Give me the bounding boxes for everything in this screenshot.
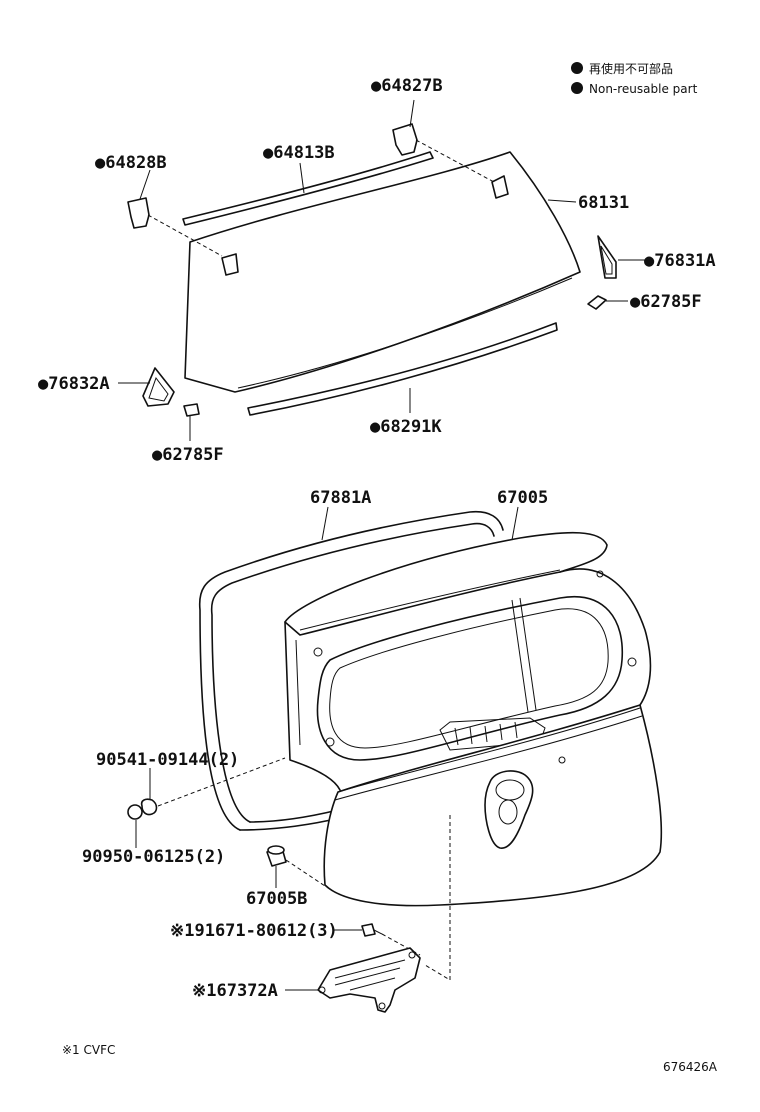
label-62785f-right: ●62785F (630, 292, 702, 312)
leader-dash (147, 214, 223, 257)
figure-id: 676426A (663, 1060, 718, 1074)
trim-76831a (597, 235, 617, 279)
leader-dash (424, 815, 451, 981)
leader-dash (157, 757, 286, 807)
back-window-glass (184, 151, 581, 393)
label-68291k: ●68291K (370, 417, 442, 437)
legend-dot-icon (571, 82, 583, 94)
leader-dash (415, 139, 495, 183)
label-67005: 67005 (497, 488, 548, 508)
leader-lines-upper (118, 99, 645, 441)
plug-90950 (127, 804, 143, 820)
clip-64828b (127, 197, 239, 276)
label-64828b: ●64828B (95, 153, 167, 173)
label-64827b: ●64827B (371, 76, 443, 96)
label-90950: 90950-06125(2) (82, 847, 225, 867)
cushion-90541 (140, 798, 158, 816)
label-67881a: 67881A (310, 488, 371, 508)
leader-dash (285, 859, 326, 887)
label-64813b: ●64813B (263, 143, 335, 163)
footnote: ※1 CVFC (62, 1043, 115, 1057)
upper-molding (182, 151, 434, 226)
label-67005b: 67005B (246, 889, 307, 909)
lower-molding (247, 322, 558, 416)
label-67372a: ※167372A (192, 981, 278, 1001)
legend: 再使用不可部品 Non-reusable part (571, 61, 698, 96)
legend-english: Non-reusable part (589, 82, 698, 96)
trim-76832a (142, 367, 175, 407)
legend-japanese: 再使用不可部品 (589, 61, 673, 76)
bracket-67372a (317, 947, 421, 1013)
label-62785f-left: ●62785F (152, 445, 224, 465)
clip-64827b (392, 123, 509, 199)
leader-lines-lower (321, 506, 519, 541)
label-76831a: ●76831A (644, 251, 716, 271)
label-68131: 68131 (578, 193, 629, 213)
label-76832a: ●76832A (38, 374, 110, 394)
clip-62785f-left (183, 403, 200, 417)
stopper-67005b (266, 845, 287, 867)
back-door-67005 (284, 531, 663, 907)
bolt-91671 (361, 923, 383, 937)
legend-dot-icon (571, 62, 583, 74)
clip-62785f-right (587, 295, 607, 310)
label-91671: ※191671-80612(3) (170, 921, 338, 941)
label-90541: 90541-09144(2) (96, 750, 239, 770)
